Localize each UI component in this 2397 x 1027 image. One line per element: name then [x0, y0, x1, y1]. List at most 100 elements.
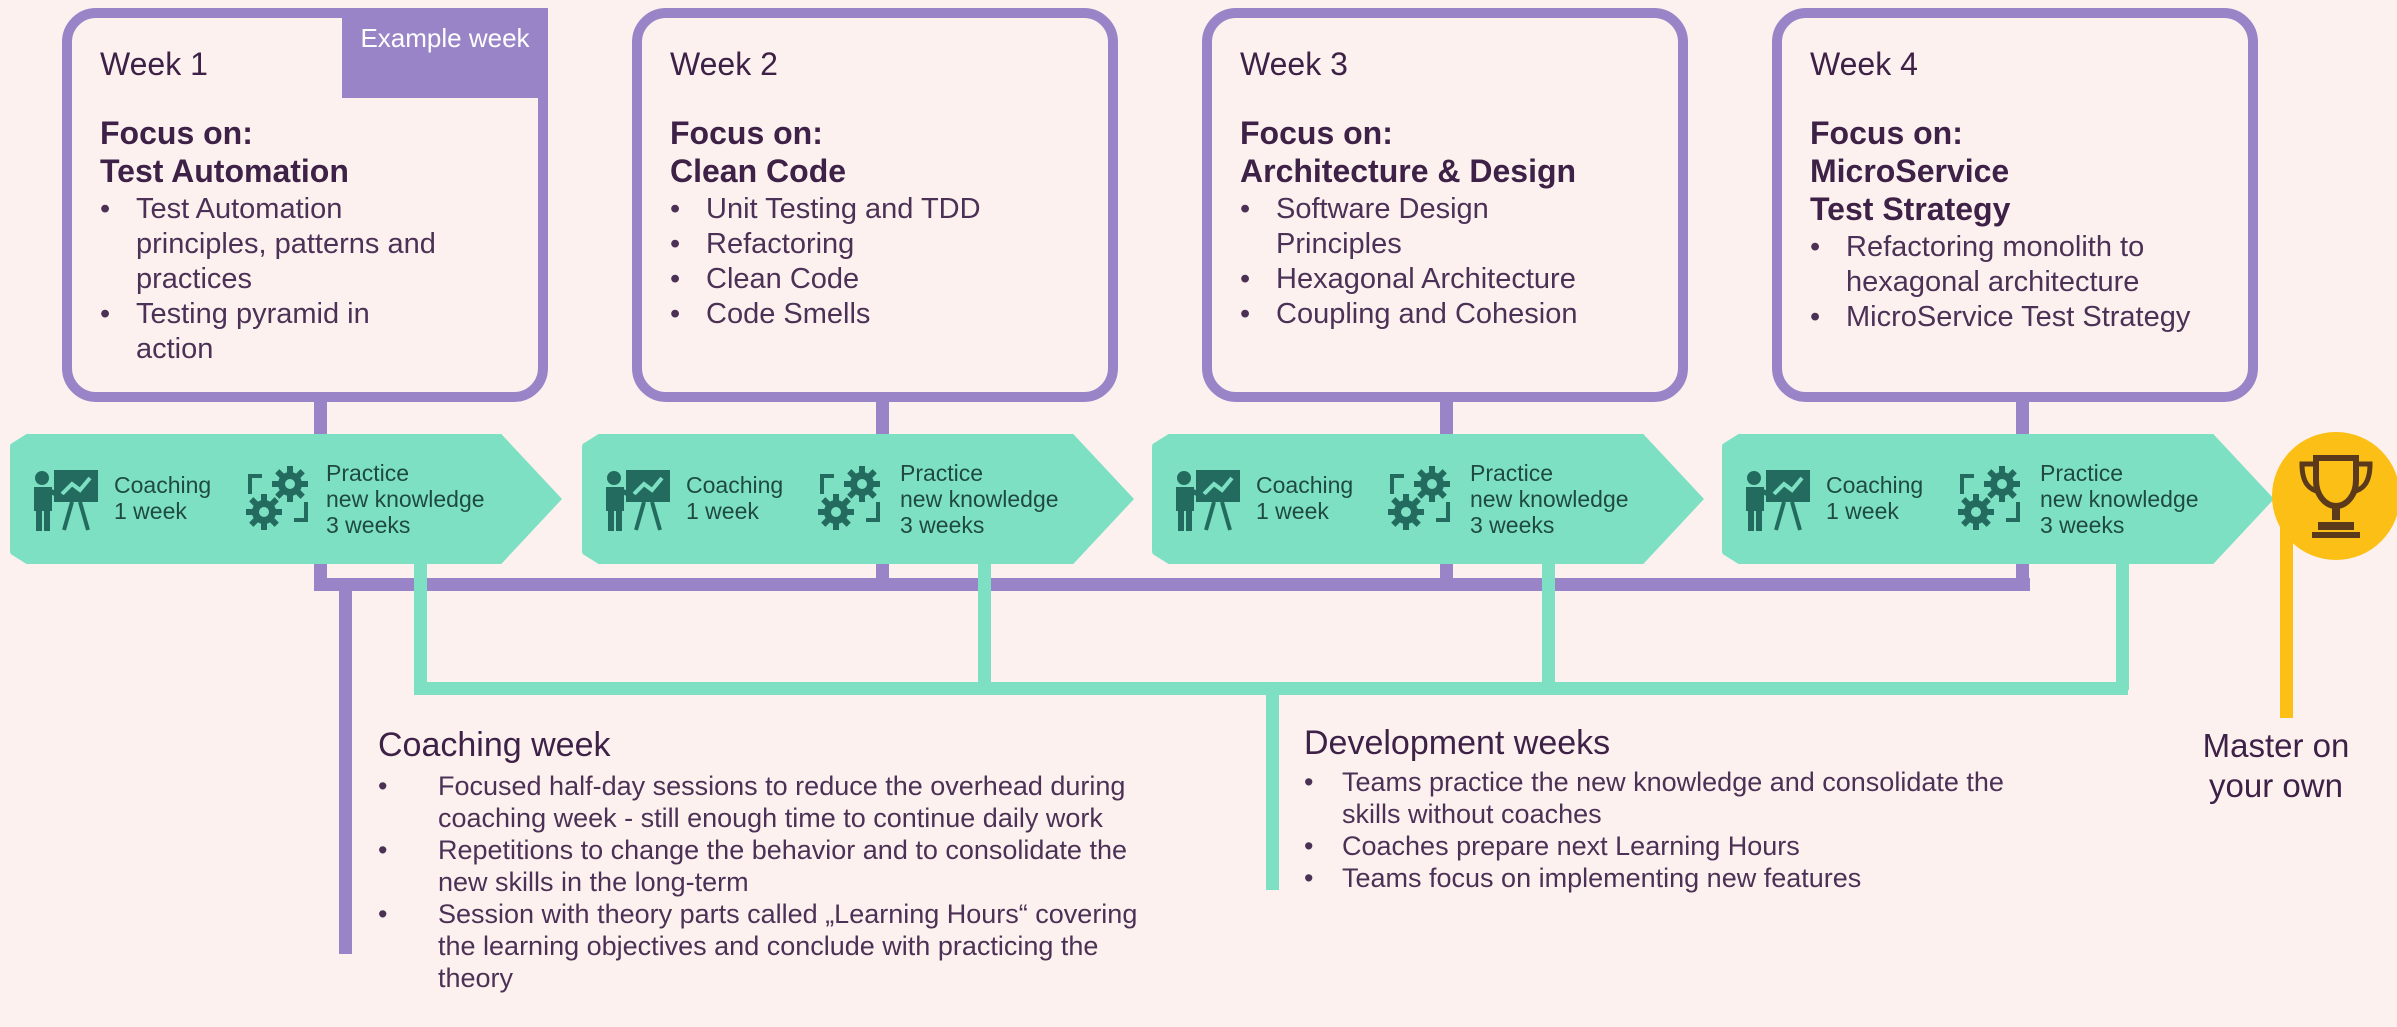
practice-subtext: new knowledge: [2040, 486, 2199, 512]
week-3-focus-topic: Architecture & Design: [1240, 153, 1577, 189]
trophy-icon: [2299, 455, 2373, 538]
coaching-duration: 1 week: [114, 498, 187, 524]
coaching-text: Coaching: [1256, 472, 1354, 498]
week-4-focus-topic-line-2: Test Strategy: [1810, 191, 2011, 227]
development-weeks-title: Development weeks: [1304, 724, 1611, 762]
week-4-practice-drop: [2116, 560, 2129, 690]
week-4-phase-arrow: [1722, 434, 2274, 564]
week-1-practice-drop: [414, 560, 427, 690]
practice-text: Practice: [2040, 460, 2124, 486]
practice-subtext: new knowledge: [1470, 486, 1629, 512]
week-3-card: Week 3 Focus on: Architecture & Design S…: [1202, 8, 1688, 402]
week-2-bullet: Unit Testing and TDD: [670, 192, 1070, 227]
coaching-text: Coaching: [1826, 472, 1924, 498]
week-4-practice-label: Practice new knowledge 3 weeks: [2040, 460, 2199, 538]
week-3-bullet: Coupling and Cohesion: [1240, 297, 1650, 332]
week-2-bullet: Code Smells: [670, 297, 1070, 332]
gears-practice-icon: [818, 466, 880, 530]
week-3-phase-arrow: [1152, 434, 1704, 564]
gold-connector-drop: [2280, 500, 2293, 718]
practice-duration: 3 weeks: [2040, 512, 2125, 538]
coaching-week-bullet: Session with theory parts called „Learni…: [378, 898, 1163, 994]
week-4-bullet: Refactoring monolith to hexagonal archit…: [1810, 230, 2226, 300]
week-3-bullet: Hexagonal Architecture: [1240, 262, 1650, 297]
week-4-bullets: Refactoring monolith to hexagonal archit…: [1810, 230, 2230, 335]
week-1-bullet: Test Automation principles, patterns and…: [100, 192, 440, 297]
week-4-focus-label: Focus on:: [1810, 115, 1963, 151]
coaching-text: Coaching: [114, 472, 212, 498]
coaching-duration: 1 week: [1826, 498, 1899, 524]
practice-duration: 3 weeks: [900, 512, 985, 538]
practice-text: Practice: [326, 460, 410, 486]
week-1-bullet: Testing pyramid in action: [100, 297, 396, 367]
week-4-card: Week 4 Focus on: MicroService Test Strat…: [1772, 8, 2258, 402]
practice-text: Practice: [900, 460, 984, 486]
week-1-phase-arrow: [10, 434, 562, 564]
week-1-bullets: Test Automation principles, patterns and…: [100, 192, 440, 367]
week-1-focus-topic: Test Automation: [100, 153, 349, 189]
coaching-week-title: Coaching week: [378, 726, 611, 764]
week-4-coaching-label: Coaching 1 week: [1826, 472, 1923, 524]
coaching-text: Coaching: [686, 472, 784, 498]
week-2-card: Week 2 Focus on: Clean Code Unit Testing…: [632, 8, 1118, 402]
week-3-bullet: Software Design Principles: [1240, 192, 1576, 262]
practice-duration: 3 weeks: [326, 512, 411, 538]
week-4-focus-topic-line-1: MicroService: [1810, 153, 2010, 189]
practice-subtext: new knowledge: [326, 486, 485, 512]
gears-practice-icon: [1388, 466, 1450, 530]
week-2-coaching-label: Coaching 1 week: [686, 472, 783, 524]
week-4-focus: Focus on: MicroService Test Strategy Ref…: [1810, 114, 2230, 335]
week-4-bullet: MicroService Test Strategy: [1810, 300, 2230, 335]
practice-duration: 3 weeks: [1470, 512, 1555, 538]
coaching-presentation-icon: [606, 470, 670, 531]
week-2-bullets: Unit Testing and TDD Refactoring Clean C…: [670, 192, 1070, 332]
development-weeks-bullets: Teams practice the new knowledge and con…: [1304, 766, 2104, 894]
week-3-practice-label: Practice new knowledge 3 weeks: [1470, 460, 1629, 538]
development-weeks-description: Teams practice the new knowledge and con…: [1304, 766, 2104, 894]
development-weeks-bullet: Teams practice the new knowledge and con…: [1304, 766, 2042, 830]
development-weeks-bullet: Coaches prepare next Learning Hours: [1304, 830, 2104, 862]
coaching-duration: 1 week: [1256, 498, 1329, 524]
purple-connector-coaching-drop: [339, 578, 352, 954]
gears-practice-icon: [1958, 466, 2020, 530]
week-3-practice-drop: [1542, 560, 1555, 690]
week-2-focus-topic: Clean Code: [670, 153, 847, 189]
purple-connector-horizontal: [314, 578, 2030, 591]
example-week-tag: Example week: [342, 8, 548, 98]
coaching-week-description: Focused half-day sessions to reduce the …: [378, 770, 1178, 994]
week-2-bullet: Clean Code: [670, 262, 1070, 297]
practice-subtext: new knowledge: [900, 486, 1059, 512]
week-1-card: Example week Week 1 Focus on: Test Autom…: [62, 8, 548, 402]
week-3-focus-label: Focus on:: [1240, 115, 1393, 151]
week-2-focus: Focus on: Clean Code Unit Testing and TD…: [670, 114, 1070, 332]
gears-practice-icon: [246, 466, 308, 530]
week-2-practice-label: Practice new knowledge 3 weeks: [900, 460, 1059, 538]
coaching-week-bullet: Repetitions to change the behavior and t…: [378, 834, 1163, 898]
week-1-focus: Focus on: Test Automation Test Automatio…: [100, 114, 440, 367]
week-4-title: Week 4: [1810, 46, 1918, 82]
practice-text: Practice: [1470, 460, 1554, 486]
week-2-practice-drop: [978, 560, 991, 690]
coaching-week-bullet: Focused half-day sessions to reduce the …: [378, 770, 1138, 834]
coaching-duration: 1 week: [686, 498, 759, 524]
coaching-presentation-icon: [34, 470, 98, 531]
week-3-focus: Focus on: Architecture & Design Software…: [1240, 114, 1650, 332]
week-1-coaching-label: Coaching 1 week: [114, 472, 211, 524]
green-connector-development-drop: [1266, 682, 1279, 890]
week-1-practice-label: Practice new knowledge 3 weeks: [326, 460, 485, 538]
week-1-title: Week 1: [100, 46, 208, 82]
week-2-title: Week 2: [670, 46, 778, 82]
week-1-focus-label: Focus on:: [100, 115, 253, 151]
trophy-badge: [2272, 432, 2397, 560]
coaching-presentation-icon: [1746, 470, 1810, 531]
coaching-week-bullets: Focused half-day sessions to reduce the …: [378, 770, 1178, 994]
development-weeks-bullet: Teams focus on implementing new features: [1304, 862, 2104, 894]
week-2-phase-arrow: [582, 434, 1134, 564]
coaching-presentation-icon: [1176, 470, 1240, 531]
week-3-bullets: Software Design Principles Hexagonal Arc…: [1240, 192, 1650, 332]
week-2-focus-label: Focus on:: [670, 115, 823, 151]
week-2-bullet: Refactoring: [670, 227, 1070, 262]
week-3-title: Week 3: [1240, 46, 1348, 82]
week-3-coaching-label: Coaching 1 week: [1256, 472, 1353, 524]
master-on-your-own-label: Master on your own: [2202, 727, 2350, 804]
